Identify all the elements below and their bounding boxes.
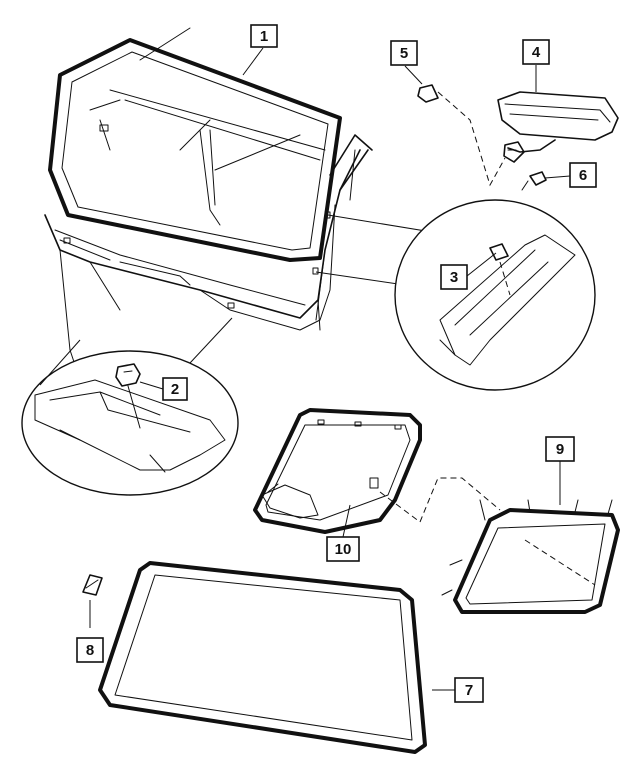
callout-label: 2: [171, 381, 179, 398]
quarter-window-assembly: [441, 499, 620, 614]
callout-3: 3: [440, 264, 468, 290]
vehicle-cowl-body: [44, 134, 373, 381]
callout-label: 4: [532, 44, 541, 61]
callout-8: 8: [76, 637, 104, 663]
mirror-screw: [521, 171, 547, 191]
callout-6: 6: [569, 162, 597, 188]
mirror-button: [417, 84, 506, 187]
callout-label: 10: [335, 541, 352, 558]
callout-label: 5: [400, 45, 408, 62]
callout-9: 9: [545, 436, 575, 462]
callout-label: 1: [260, 28, 268, 45]
callout-7: 7: [454, 677, 484, 703]
rearview-mirror: [497, 91, 619, 163]
callout-1: 1: [250, 24, 278, 48]
back-glass: [98, 561, 427, 754]
leader-6: [544, 175, 571, 179]
leader-1: [242, 47, 264, 76]
callout-label: 7: [465, 682, 473, 699]
detail-circle-cowl: [21, 317, 239, 496]
leader-3: [466, 252, 497, 277]
callout-label: 9: [556, 441, 564, 458]
callout-label: 8: [86, 642, 94, 659]
callout-10: 10: [326, 536, 360, 562]
vent-glass-frame: [253, 408, 501, 534]
leader-10: [342, 504, 351, 538]
callout-5: 5: [390, 40, 418, 66]
spacer-block: [82, 574, 103, 596]
leader-5: [404, 65, 423, 85]
detail-circle-pillar: [315, 199, 596, 391]
callout-2: 2: [162, 377, 188, 401]
windshield-glass: [48, 27, 342, 262]
leader-2: [139, 381, 164, 390]
callout-4: 4: [522, 39, 550, 65]
callout-label: 3: [450, 269, 458, 286]
callout-label: 6: [579, 167, 587, 184]
